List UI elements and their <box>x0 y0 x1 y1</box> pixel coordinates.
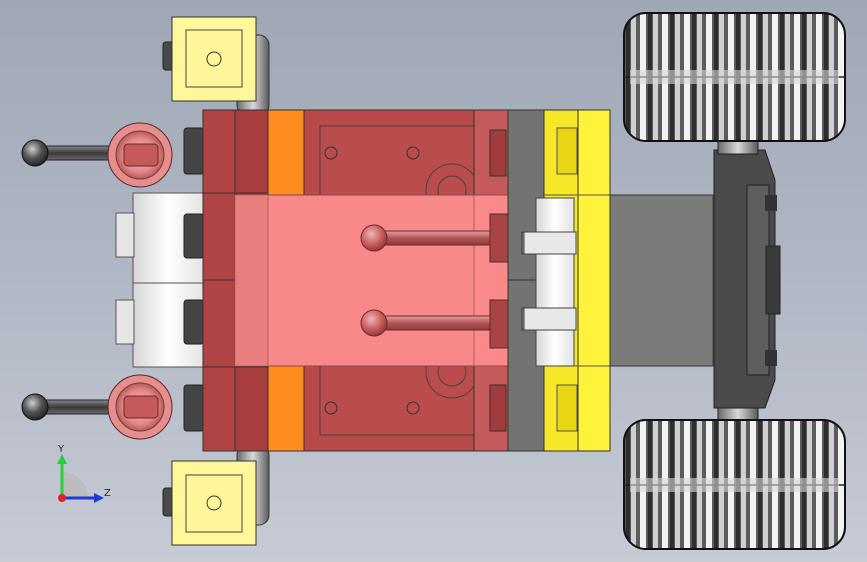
pink-transparent-window <box>234 194 509 367</box>
wheel-top[interactable] <box>623 12 846 142</box>
inner-lever-bottom[interactable] <box>360 299 509 349</box>
axle-shafts <box>717 139 759 423</box>
white-knob-2 <box>115 299 135 345</box>
inner-lever-top[interactable] <box>360 213 509 263</box>
side-tab-4 <box>183 384 205 432</box>
triad-x-axis <box>58 494 66 502</box>
side-tab-1 <box>183 127 205 175</box>
red-brick-upper-inner <box>319 125 475 196</box>
top-plate-stud <box>206 51 222 67</box>
white-knob-1 <box>115 212 135 258</box>
lever-top-ball <box>21 139 49 167</box>
side-tab-2 <box>183 213 205 259</box>
main-red-body[interactable] <box>202 109 509 452</box>
rear-axle-housing[interactable] <box>609 149 781 409</box>
bottom-left-assembly[interactable] <box>162 444 270 546</box>
pink-ring-top-slot <box>123 143 159 167</box>
pink-connector-top[interactable] <box>107 122 173 188</box>
top-yellow-plate-inner <box>185 29 243 88</box>
top-left-assembly[interactable] <box>162 16 270 116</box>
side-tab-3 <box>183 299 205 345</box>
pink-connector-bottom[interactable] <box>107 374 173 440</box>
triad-z-label: Z <box>104 488 111 499</box>
orange-strip-bottom <box>267 365 305 452</box>
inner-lever-top-rod <box>374 230 496 246</box>
axle-housing-main <box>609 194 717 367</box>
white-switch[interactable] <box>523 197 577 367</box>
pink-ring-bottom-slot <box>123 395 159 419</box>
red-brick-lower-inner <box>319 365 475 436</box>
inner-lever-top-ball <box>360 224 388 252</box>
bottom-yellow-plate-inner <box>185 474 243 533</box>
triad-y-label: Y <box>57 444 65 455</box>
orange-strip-top <box>267 109 305 196</box>
white-switch-body <box>535 197 575 367</box>
wheel-bottom[interactable] <box>623 419 846 550</box>
lever-bottom-ball <box>21 393 49 421</box>
bottom-plate-stud <box>206 495 222 511</box>
inner-lever-bottom-rod <box>374 315 496 331</box>
inner-lever-bottom-ball <box>360 309 388 337</box>
orientation-triad: Y Z <box>57 444 111 503</box>
